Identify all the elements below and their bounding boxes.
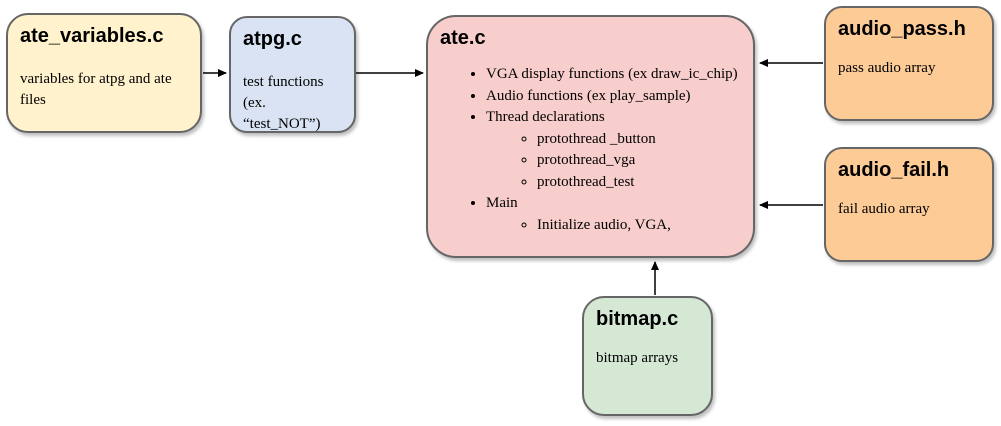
list-item: protothread_vga <box>537 150 753 172</box>
ate-feature-list: VGA display functions (ex draw_ic_chip) … <box>428 64 753 236</box>
node-title: audio_fail.h <box>838 159 950 181</box>
list-item-label: protothread_vga <box>537 152 636 168</box>
list-item: Main Initialize audio, VGA, <box>486 193 753 236</box>
list-item-label: Audio functions (ex play_sample) <box>486 87 691 104</box>
node-title: ate.c <box>440 27 486 49</box>
node-bitmap-c: bitmap.c bitmap arrays <box>582 296 713 416</box>
node-description: bitmap arrays <box>596 350 679 366</box>
node-title: audio_pass.h <box>838 18 966 40</box>
node-description: test functions (ex. “test_NOT”) <box>243 74 324 132</box>
list-item: protothread_test <box>537 172 753 194</box>
list-item-label: protothread_test <box>537 173 635 190</box>
node-audio-fail-h: audio_fail.h fail audio array <box>824 147 994 262</box>
node-description: variables for atpg and ate files <box>20 71 172 108</box>
list-item-label: Initialize audio, VGA, <box>537 216 671 233</box>
node-atpg-c: atpg.c test functions (ex. “test_NOT”) <box>229 16 356 133</box>
list-item: Initialize audio, VGA, <box>537 215 753 237</box>
list-item-label: Main <box>486 195 518 211</box>
list-item: VGA display functions (ex draw_ic_chip) <box>486 64 753 86</box>
node-ate-c: ate.c VGA display functions (ex draw_ic_… <box>426 15 755 258</box>
node-description: pass audio array <box>838 60 936 76</box>
node-ate-variables-c: ate_variables.c variables for atpg and a… <box>6 13 202 133</box>
list-item-label: VGA display functions (ex draw_ic_chip) <box>486 66 738 82</box>
node-audio-pass-h: audio_pass.h pass audio array <box>824 6 994 121</box>
node-description: fail audio array <box>838 201 930 217</box>
main-sublist: Initialize audio, VGA, <box>486 215 753 237</box>
thread-sublist: protothread _button protothread_vga prot… <box>486 129 753 194</box>
node-title: ate_variables.c <box>20 25 164 47</box>
list-item-label: protothread _button <box>537 130 656 147</box>
list-item-label: Thread declarations <box>486 109 605 125</box>
node-title: bitmap.c <box>596 308 679 330</box>
list-item: Thread declarations protothread _button … <box>486 107 753 193</box>
list-item: Audio functions (ex play_sample) <box>486 86 753 108</box>
list-item: protothread _button <box>537 129 753 151</box>
node-title: atpg.c <box>243 28 302 50</box>
